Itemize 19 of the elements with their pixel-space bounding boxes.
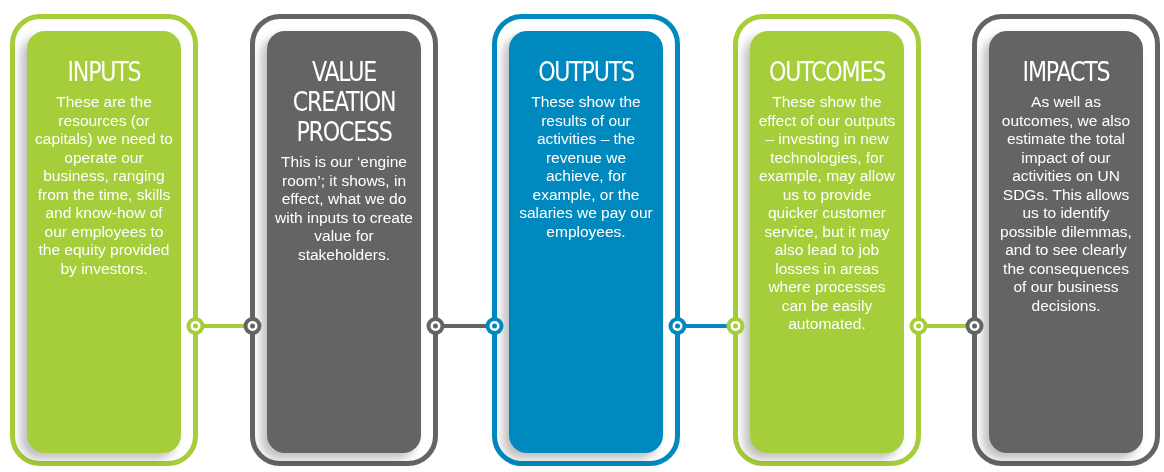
connector-line — [909, 317, 984, 335]
stage-frame — [733, 14, 921, 466]
stage-heading: OUTCOMES — [767, 57, 887, 87]
stage-description: As well as outcomes, we also estimate the total impact of our activities on UN SDGs. This allows us to identify possible dilemmas, and to see clearly the consequences of our business decisions. — [999, 93, 1133, 315]
stage-description: These show the results of our activities – the revenue we achieve, for example, or the salaries we pay our employees. — [518, 93, 654, 241]
stage-heading: INPUTS — [66, 57, 142, 87]
stage-frame — [250, 14, 438, 466]
connector-line — [426, 317, 504, 335]
stage-heading: OUTPUTS — [537, 57, 635, 87]
stage-description: These show the effect of our outputs – investing in new technologies, for example, may allow us to provide quicker customer service, but it may also lead to job losses in areas where processes can be easily automated. — [757, 93, 897, 334]
connector-line — [186, 317, 262, 335]
connector-line — [668, 317, 745, 335]
stage-frame — [492, 14, 680, 466]
stage-heading: IMPACTS — [1021, 57, 1111, 87]
stage-description: This is our ‘engine room’; it shows, in effect, what we do with inputs to create value for stakeholders. — [274, 153, 414, 264]
stage-frame — [972, 14, 1160, 466]
stage-description: These are the resources (or capitals) we need to operate our business, ranging from the time, skills and know-how of our employees to the equity provided by investors. — [34, 93, 174, 278]
stage-frame — [10, 14, 198, 466]
stage-heading: VALUE CREATION PROCESS — [291, 57, 397, 147]
